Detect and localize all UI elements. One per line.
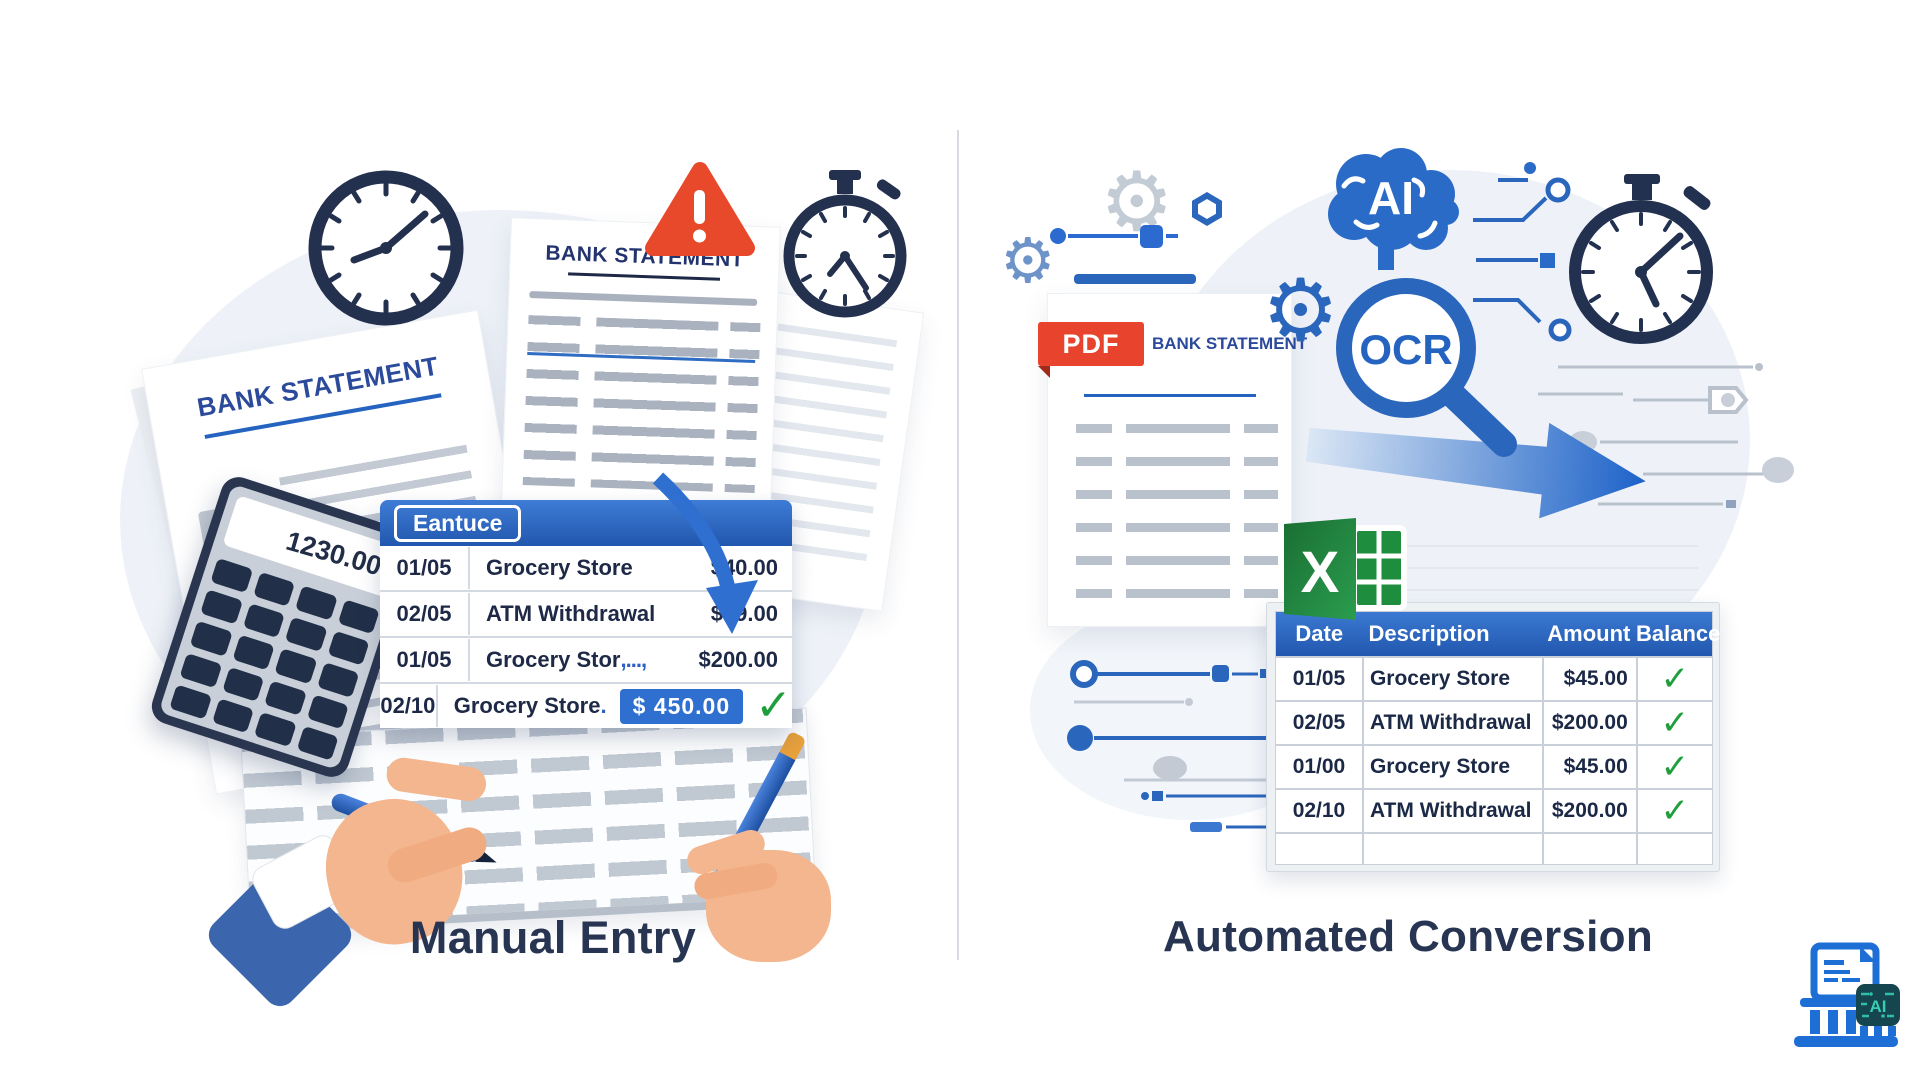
gear-icon: ⚙ [1262, 261, 1340, 361]
manual-entry-table: Eantuce 01/05 Grocery Store $40.00 02/05… [380, 500, 792, 728]
brand-logo: AI [1794, 942, 1900, 1047]
svg-text:X: X [1301, 540, 1340, 605]
hexagon-icon [1192, 192, 1222, 226]
col-header: Description [1368, 621, 1490, 646]
divider [957, 130, 959, 960]
check-icon: ✓ [1660, 791, 1690, 831]
cell-desc: Grocery Store. [453, 693, 607, 718]
check-icon: ✓ [1660, 659, 1690, 699]
svg-text:AI: AI [1368, 172, 1414, 224]
check-icon: ✓ [1660, 703, 1690, 743]
table-row: 02/10 ATM Withdrawal $200.00 ✓ [1276, 788, 1712, 832]
pdf-document: PDF BANK STATEMENT [1038, 293, 1307, 627]
pdf-tag-fold [1038, 366, 1050, 378]
left-title: Manual Entry [409, 912, 697, 963]
highlighted-amount: $ 450.00 [619, 688, 744, 724]
col-header: Date [1295, 621, 1344, 646]
warning-icon [645, 162, 755, 256]
svg-text:AI: AI [1870, 997, 1887, 1016]
cell-desc: Grocery Store [486, 555, 633, 580]
right-hand [668, 730, 858, 962]
stopwatch-icon [1569, 174, 1713, 344]
cell-date: 02/10 [380, 685, 438, 727]
table-header-bar: Eantuce [380, 500, 792, 546]
col-header: Balance [1636, 621, 1721, 646]
spreadsheet-faint-rows [1398, 545, 1698, 607]
table-row: 01/05 Grocery Stor,..., $200.00 [380, 636, 792, 682]
cell-desc: ATM Withdrawal [486, 601, 656, 626]
statement-title: BANK STATEMENT [1152, 334, 1308, 353]
stopwatch-icon [783, 170, 907, 318]
statement-underline [1084, 394, 1256, 397]
excel-output-panel: Date Description Amount Balance 01/05 Gr… [1266, 602, 1720, 872]
cell-date: 01/05 [380, 639, 470, 681]
check-icon: ✓ [1660, 747, 1690, 787]
table-row: 01/00 Grocery Store $45.00 ✓ [1276, 744, 1712, 788]
table-row: 01/05 Grocery Store $45.00 ✓ [1276, 656, 1712, 700]
col-header: Amount [1547, 621, 1631, 646]
ai-brain-icon: AI [1328, 148, 1459, 270]
pen-scribble: ,..., [620, 647, 648, 672]
circuit-decor-left [1050, 225, 1196, 284]
ocr-magnifier-icon: OCR [1336, 278, 1517, 457]
table-row: 02/05 ATM Withdrawal $200.00 ✓ [1276, 700, 1712, 744]
annotation-arrow-icon [652, 472, 758, 634]
svg-text:OCR: OCR [1359, 326, 1452, 373]
pen-dot: . [600, 693, 606, 718]
right-title: Automated Conversion [1162, 912, 1654, 961]
header-button: Eantuce [394, 504, 522, 542]
gear-icon: ⚙ [1000, 224, 1056, 297]
pdf-tag: PDF [1038, 322, 1144, 366]
cell-amount: $200.00 [698, 647, 778, 672]
statement-underline [568, 272, 721, 281]
table-row-empty [1276, 832, 1712, 864]
circuit-decor-right [1473, 162, 1572, 342]
clock-icon [308, 170, 464, 326]
cell-date: 01/05 [380, 547, 470, 589]
circuit-decor-table [1067, 660, 1298, 832]
arrow-right-icon [1305, 422, 1646, 519]
cell-date: 02/05 [380, 593, 470, 635]
excel-icon: X [1284, 518, 1407, 620]
table-row: 02/10 Grocery Store. $ 450.00 ✓ [380, 680, 792, 731]
excel-table: Date Description Amount Balance 01/05 Gr… [1275, 611, 1721, 865]
cell-desc: Grocery Stor,..., [486, 647, 648, 672]
